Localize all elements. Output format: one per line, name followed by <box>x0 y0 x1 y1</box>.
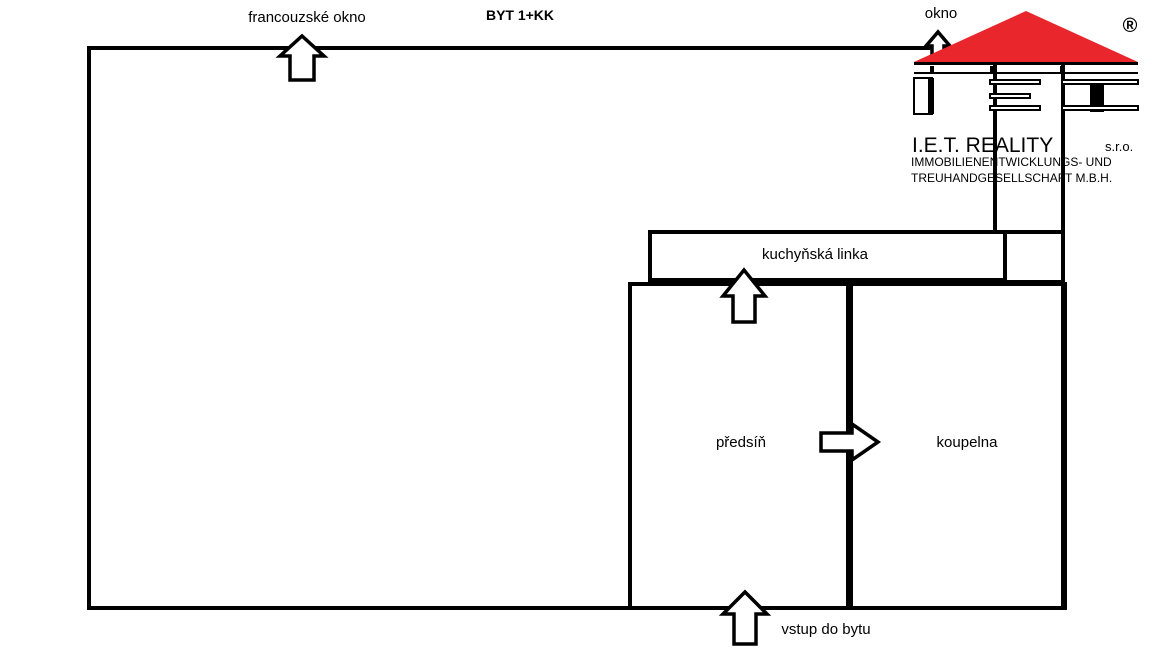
kitchen-arrow <box>719 267 769 324</box>
window-label: okno <box>925 5 958 22</box>
logo-roof-tick <box>990 66 994 72</box>
shaft-box <box>1003 230 1065 284</box>
entrance-arrow <box>718 589 772 646</box>
logo-tagline-2: TREUHANDGESELLSCHAFT M.B.H. <box>911 171 1112 185</box>
outer-wall <box>87 46 1065 610</box>
logo-letter-e-top <box>989 79 1041 85</box>
logo-line <box>914 72 1138 74</box>
bathroom-arrow <box>819 420 882 464</box>
logo-letter-e-mid <box>989 93 1031 99</box>
registered-mark: ® <box>1123 15 1138 37</box>
entrance-label: vstup do bytu <box>781 621 870 638</box>
logo-roof <box>914 11 1138 62</box>
hallway-label: předsíň <box>716 434 766 451</box>
logo-roof-line <box>914 62 1138 65</box>
kitchen-label: kuchyňská linka <box>762 246 869 263</box>
company-logo: ® I.E.T. REALITY s.r.o. IMMOBILIENENTWIC… <box>911 11 1139 185</box>
logo-tagline-1: IMMOBILIENENTWICKLUNGS- UND <box>911 155 1112 169</box>
logo-company-suffix: s.r.o. <box>1105 139 1133 154</box>
french-window-arrow <box>275 33 329 82</box>
logo-company-name: I.E.T. REALITY <box>912 134 1053 157</box>
plan-title: BYT 1+KK <box>486 7 554 23</box>
logo-roof-tick <box>1060 66 1064 72</box>
logo-letter-t-bar <box>1061 79 1139 85</box>
logo-baseline <box>1061 105 1139 111</box>
logo-roof-tick <box>930 66 934 72</box>
logo-letter-i-shadow <box>928 78 934 114</box>
french-window-label: francouzské okno <box>248 9 366 26</box>
logo-letter-e-bottom <box>989 105 1041 111</box>
bathroom-label: koupelna <box>937 434 999 451</box>
